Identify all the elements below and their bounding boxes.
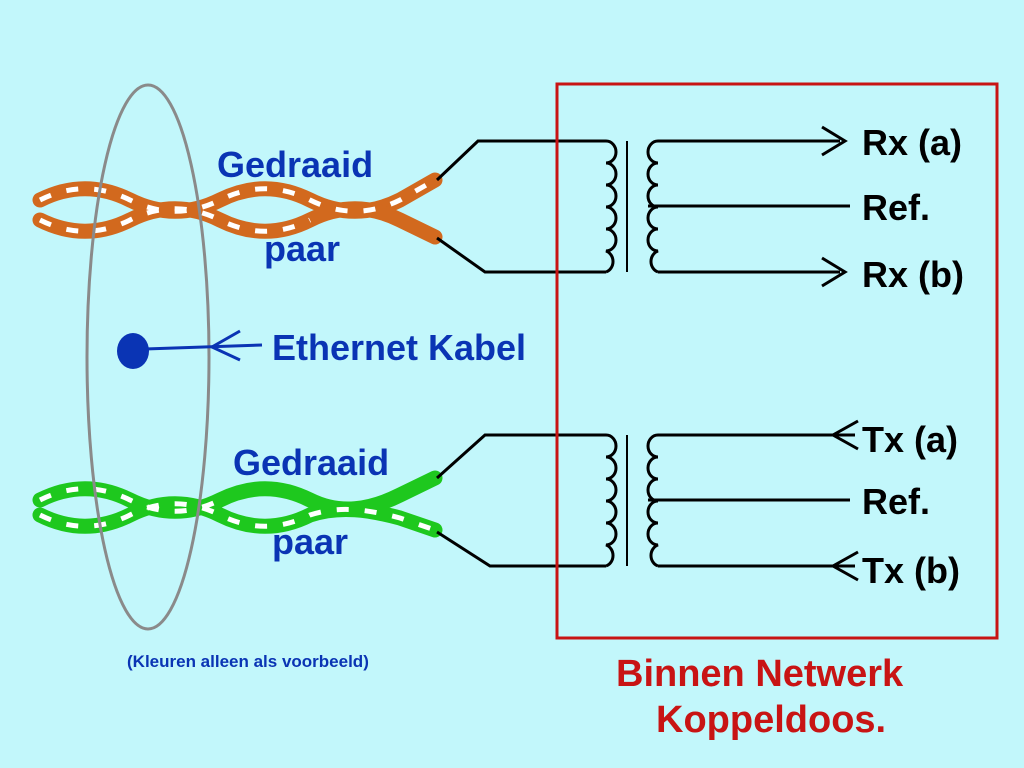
label-rx-ref: Ref. [862, 187, 930, 228]
pointer-arrowhead [208, 329, 241, 362]
label-rx-a: Rx (a) [862, 122, 962, 163]
pointer-line [144, 343, 263, 351]
cable-pointer [117, 329, 263, 369]
pair-top-label-line1: Gedraaid [217, 144, 373, 185]
transmit-in-a-arrowhead [829, 419, 859, 451]
cable-ellipse [85, 83, 211, 631]
receive-wire-bottom [436, 236, 606, 274]
pair-top-strand-2 [32, 201, 443, 245]
coupling-box [555, 82, 999, 640]
receive-primary-coil [605, 139, 618, 274]
label-tx-b: Tx (b) [862, 550, 960, 591]
transmit-in-b-arrowhead [829, 550, 859, 582]
receive-wire-top [435, 139, 606, 182]
transmit-transformer [605, 419, 859, 582]
label-tx-ref: Ref. [862, 481, 930, 522]
pair-bottom-stripe-2 [38, 501, 436, 533]
cable-label: Ethernet Kabel [272, 327, 526, 368]
receive-input-wires [435, 139, 606, 274]
receive-out-a-arrowhead [821, 125, 848, 157]
label-tx-a: Tx (a) [862, 419, 958, 460]
transmit-primary-coil [605, 433, 618, 568]
transmit-wire-bottom [436, 530, 606, 568]
pair-top-label-line2: paar [264, 228, 340, 269]
twisted-pair-bottom [32, 470, 443, 538]
color-note: (Kleuren alleen als voorbeeld) [127, 652, 369, 671]
pair-bottom-label-line1: Gedraaid [233, 442, 389, 483]
pair-bottom-stripe-1 [38, 486, 222, 514]
transmit-input-wires [435, 433, 606, 568]
transmit-wire-top [435, 433, 606, 480]
pair-top-stripe-1 [38, 177, 437, 214]
pair-bottom-label-line2: paar [272, 521, 348, 562]
box-title-line2: Koppeldoos. [656, 699, 886, 741]
pair-top-stripe-2 [38, 206, 312, 234]
label-rx-b: Rx (b) [862, 254, 964, 295]
twisted-pair-top [32, 172, 443, 245]
pointer-dot [117, 333, 149, 369]
receive-out-b-arrowhead [821, 256, 848, 288]
receive-transformer [605, 125, 850, 288]
box-title-line1: Binnen Netwerk [616, 653, 904, 695]
